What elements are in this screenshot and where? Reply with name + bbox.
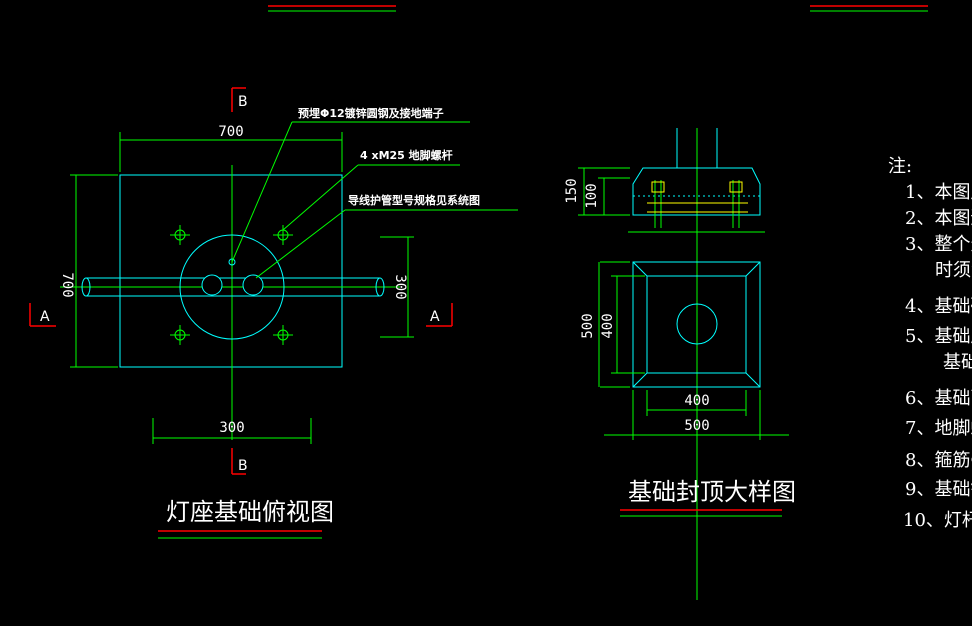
detail-view-title: 基础封顶大样图 <box>628 478 796 506</box>
pole-circle <box>179 234 285 340</box>
section-mark-b-top: B <box>231 87 248 112</box>
note-line: 时须注 <box>935 260 972 281</box>
conduit-pipe <box>81 277 385 297</box>
dim-cap-height: 150 100 <box>564 167 630 216</box>
cap-elevation <box>628 128 765 600</box>
note-line: 6、基础面 <box>905 388 972 409</box>
svg-text:A: A <box>430 309 440 325</box>
plan-view: 700 700 300 300 B <box>29 87 518 539</box>
dim-text-700-top: 700 <box>218 124 243 140</box>
note-line: 9、基础钢 <box>905 479 972 500</box>
callout-ground-rod: 预埋Φ12镀锌圆钢及接地端子 <box>298 106 444 120</box>
detail-view: 150 100 500 400 <box>564 128 796 600</box>
dim-text-300-bottom: 300 <box>219 420 244 436</box>
dim-plan-height: 500 400 <box>580 262 645 387</box>
callout-conduit: 导线护管型号规格见系统图 <box>348 193 480 207</box>
note-line: 1、本图尺 <box>905 182 972 203</box>
dim-top-700: 700 <box>119 124 343 172</box>
note-line: 10、灯杆注 <box>903 510 972 531</box>
note-line: 8、箍筋Φ8 <box>905 450 972 471</box>
header-rules <box>268 5 928 12</box>
note-line: 基础 <box>943 352 972 373</box>
dim-text-300-right: 300 <box>392 274 408 299</box>
dim-left-700: 700 <box>59 174 118 368</box>
foundation-outline <box>119 174 343 368</box>
notes-heading: 注: <box>888 156 912 177</box>
dim-text-100: 100 <box>584 183 600 208</box>
dim-text-500-bottom: 500 <box>684 418 709 434</box>
cap-plan <box>632 261 761 388</box>
dim-right-300: 300 <box>380 236 414 338</box>
section-mark-a-left: A <box>29 303 56 327</box>
svg-text:B: B <box>238 94 248 110</box>
dim-text-150: 150 <box>564 178 580 203</box>
notes: 注: 1、本图尺 2、本图适 3、整个灯 时须注 4、基础砼 5、基础应 基础 … <box>888 156 972 531</box>
callout-anchor-bolt: 4 xM25 地脚螺杆 <box>360 148 453 162</box>
note-line: 5、基础应 <box>905 326 972 347</box>
dim-text-700-left: 700 <box>59 272 75 297</box>
plan-view-title: 灯座基础俯视图 <box>166 498 334 526</box>
dim-text-500-left: 500 <box>580 313 596 338</box>
note-line: 4、基础砼 <box>905 296 972 317</box>
note-line: 3、整个灯 <box>905 234 972 255</box>
note-line: 7、地脚螺 <box>905 418 972 439</box>
dim-plan-width: 400 500 <box>604 390 789 440</box>
section-mark-b-bottom: B <box>231 448 248 475</box>
note-line: 2、本图适 <box>905 208 972 229</box>
svg-text:B: B <box>238 458 248 474</box>
svg-text:A: A <box>40 309 50 325</box>
dim-bottom-300: 300 <box>152 418 312 444</box>
callouts <box>231 121 518 279</box>
dim-text-400-left: 400 <box>600 313 616 338</box>
dim-text-400-bottom: 400 <box>684 393 709 409</box>
section-mark-a-right: A <box>426 303 453 327</box>
